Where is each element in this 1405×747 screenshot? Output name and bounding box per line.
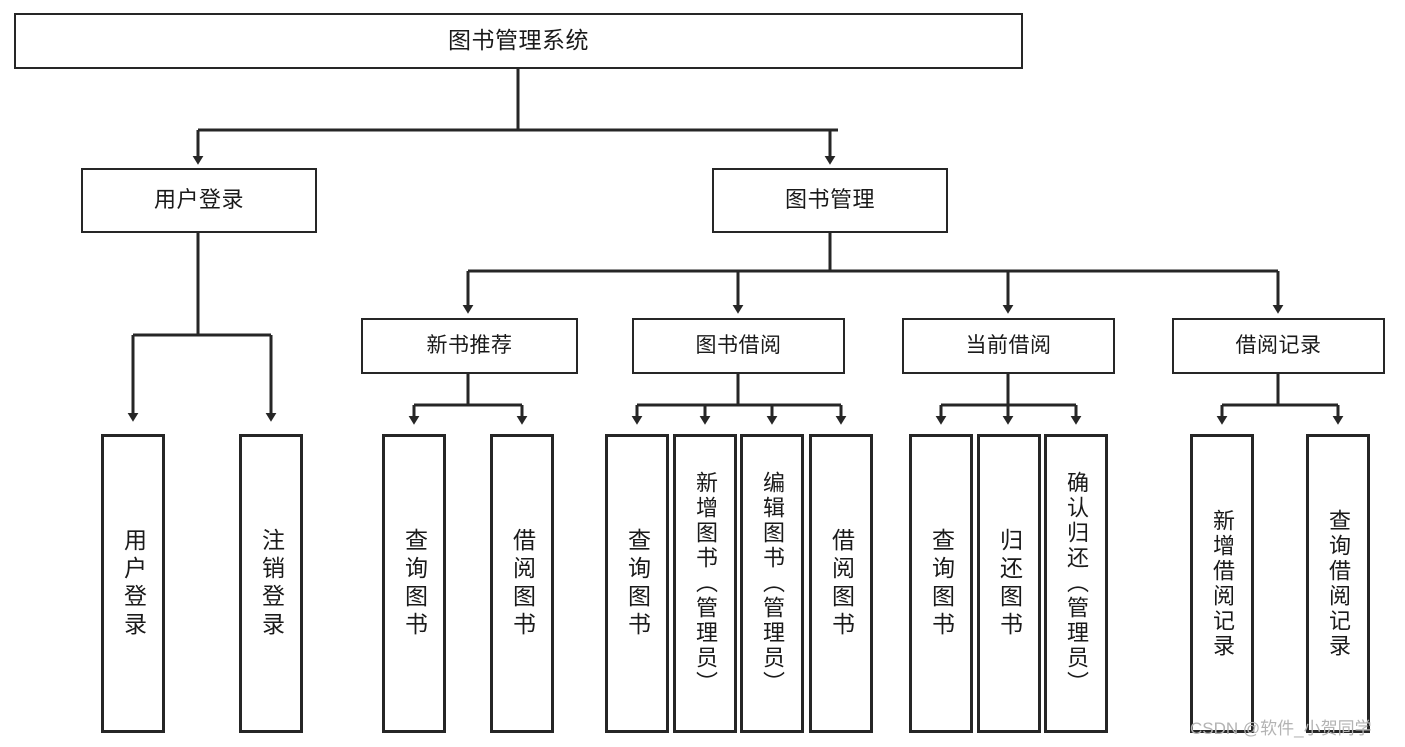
node-label: 借阅记录	[1235, 334, 1322, 358]
node-label: 注销登录	[258, 527, 285, 640]
node-label: 归还图书	[996, 527, 1023, 640]
node-label: 当前借阅	[965, 334, 1052, 358]
node-label: 图书管理	[784, 187, 875, 213]
node-label: 图书管理系统	[448, 27, 589, 54]
node-user-login[interactable]: 用户登录	[81, 168, 317, 233]
leaf-add-borrow-record[interactable]: 新增借阅记录	[1190, 434, 1254, 733]
node-label: 查询图书	[624, 527, 651, 640]
node-current-borrowing[interactable]: 当前借阅	[902, 318, 1115, 374]
node-label: 查询图书	[401, 527, 428, 640]
leaf-user-login[interactable]: 用户登录	[101, 434, 165, 733]
node-label: 借阅图书	[509, 527, 536, 640]
node-label: 确认归还（管理员）	[1064, 471, 1089, 696]
node-label: 用户登录	[120, 527, 147, 640]
leaf-add-book-admin[interactable]: 新增图书（管理员）	[673, 434, 737, 733]
node-book-management[interactable]: 图书管理	[712, 168, 948, 233]
node-label: 用户登录	[153, 187, 244, 213]
node-label: 新增图书（管理员）	[693, 471, 718, 696]
leaf-return-book[interactable]: 归还图书	[977, 434, 1041, 733]
node-new-book-recommendation[interactable]: 新书推荐	[361, 318, 578, 374]
node-label: 新书推荐	[426, 334, 513, 358]
node-label: 查询借阅记录	[1326, 508, 1351, 659]
leaf-borrow-book[interactable]: 借阅图书	[809, 434, 873, 733]
node-book-borrowing[interactable]: 图书借阅	[632, 318, 845, 374]
node-book-management-system[interactable]: 图书管理系统	[14, 13, 1023, 69]
leaf-logout[interactable]: 注销登录	[239, 434, 303, 733]
leaf-confirm-return-admin[interactable]: 确认归还（管理员）	[1044, 434, 1108, 733]
leaf-edit-book-admin[interactable]: 编辑图书（管理员）	[740, 434, 804, 733]
leaf-query-book-current[interactable]: 查询图书	[909, 434, 973, 733]
node-borrowing-records[interactable]: 借阅记录	[1172, 318, 1385, 374]
node-label: 编辑图书（管理员）	[760, 471, 785, 696]
leaf-query-book-borrow[interactable]: 查询图书	[605, 434, 669, 733]
node-label: 借阅图书	[828, 527, 855, 640]
leaf-query-borrow-record[interactable]: 查询借阅记录	[1306, 434, 1370, 733]
node-label: 图书借阅	[695, 334, 782, 358]
node-label: 查询图书	[928, 527, 955, 640]
node-label: 新增借阅记录	[1210, 508, 1235, 659]
leaf-borrow-book-recommend[interactable]: 借阅图书	[490, 434, 554, 733]
leaf-query-book-recommend[interactable]: 查询图书	[382, 434, 446, 733]
csdn-watermark: CSDN @软件_小贺同学	[1190, 719, 1372, 738]
